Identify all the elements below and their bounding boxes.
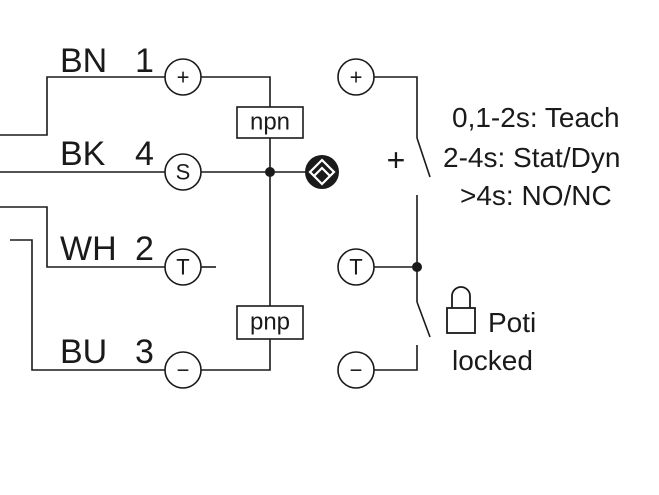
wire-color-wh: WH xyxy=(60,230,117,268)
terminal-minus-right-symbol: − xyxy=(350,358,363,383)
bu-wire-line xyxy=(10,239,165,371)
junction-dot-right xyxy=(412,262,422,272)
padlock-icon xyxy=(446,286,476,334)
terminal-minus-left xyxy=(164,351,202,389)
switch-bottom-line xyxy=(374,345,418,371)
wire-pin-wh: 2 xyxy=(135,230,154,268)
terminal-plus-right-symbol: + xyxy=(350,65,363,90)
switch-bottom-blade xyxy=(416,301,431,338)
pnp-label: pnp xyxy=(250,309,290,336)
terminal-t-left xyxy=(164,248,202,286)
pnp-box xyxy=(236,305,304,340)
terminal-t-right xyxy=(337,248,375,286)
wire-color-bu: BU xyxy=(60,333,107,371)
switch-top-blade xyxy=(416,137,431,178)
wire-color-bk: BK xyxy=(60,135,106,173)
bn-wire-line xyxy=(0,76,165,136)
terminal-minus-right xyxy=(337,351,375,389)
teach-note-3: >4s: NO/NC xyxy=(460,180,612,211)
wire-pin-bu: 3 xyxy=(135,333,154,371)
wh-wire-line xyxy=(0,206,165,268)
teach-note-1: 0,1-2s: Teach xyxy=(452,102,620,133)
terminal-t-left-symbol: T xyxy=(176,255,189,280)
terminal-plus-left xyxy=(164,58,202,96)
right-switch-block: + T − + 0,1-2s: Teach 2-4s: Stat/Dyn >4s… xyxy=(337,58,620,389)
pnp-to-minus-line xyxy=(201,339,271,371)
npn-box xyxy=(236,106,304,139)
switch-top-line xyxy=(374,76,418,138)
left-wiring: + S T − BN 1 BK 4 WH 2 BU 3 npn pnp xyxy=(0,42,339,389)
lock-label-line2: locked xyxy=(452,345,533,376)
lock-label-line1: Poti xyxy=(488,307,536,338)
terminal-plus-right xyxy=(337,58,375,96)
diamond-output-icon xyxy=(305,155,339,189)
switch-plus-sign: + xyxy=(387,142,406,178)
wire-pin-bk: 4 xyxy=(135,135,154,173)
terminal-plus-left-symbol: + xyxy=(177,65,190,90)
wire-pin-bn: 1 xyxy=(135,42,154,80)
terminal-s-symbol: S xyxy=(176,160,191,185)
terminal-s xyxy=(164,153,202,191)
terminal-t-right-symbol: T xyxy=(349,255,362,280)
junction-dot-left xyxy=(265,167,275,177)
npn-label: npn xyxy=(250,109,290,136)
teach-note-2: 2-4s: Stat/Dyn xyxy=(443,142,620,173)
wire-color-bn: BN xyxy=(60,42,107,80)
terminal-minus-left-symbol: − xyxy=(177,358,190,383)
plus-to-npn-line xyxy=(201,76,271,107)
